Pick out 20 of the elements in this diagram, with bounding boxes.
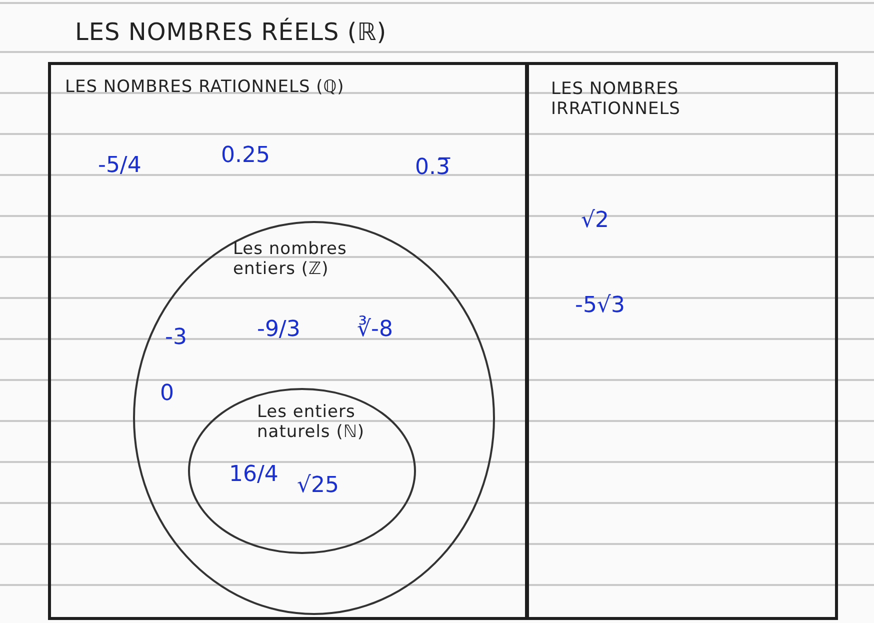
number-value: ∛-8 <box>357 317 393 344</box>
number-value: 0 <box>160 381 174 408</box>
set-heading: Les entiers naturels (ℕ) <box>257 402 366 443</box>
number-value: -3 <box>165 325 187 352</box>
number-value: √25 <box>297 473 340 500</box>
set-heading: LES NOMBRES RATIONNELS (ℚ) <box>65 77 346 98</box>
number-value: 0.3̅ <box>415 155 450 182</box>
number-value: -5/4 <box>98 153 142 180</box>
number-value: 16/4 <box>229 462 278 488</box>
number-value: -5√3 <box>575 293 625 320</box>
rational-numbers-panel <box>48 62 528 620</box>
irrational-numbers-panel <box>526 62 838 620</box>
natural-numbers-circle <box>188 388 416 554</box>
set-heading: LES NOMBRES RÉELS (ℝ) <box>75 18 388 47</box>
number-value: -9/3 <box>257 317 300 344</box>
set-heading: Les nombres entiers (ℤ) <box>233 239 348 280</box>
number-value: √2 <box>581 208 610 234</box>
set-heading: LES NOMBRES IRRATIONNELS <box>551 79 682 120</box>
integers-circle <box>133 221 495 615</box>
number-value: 0.25 <box>221 143 270 170</box>
